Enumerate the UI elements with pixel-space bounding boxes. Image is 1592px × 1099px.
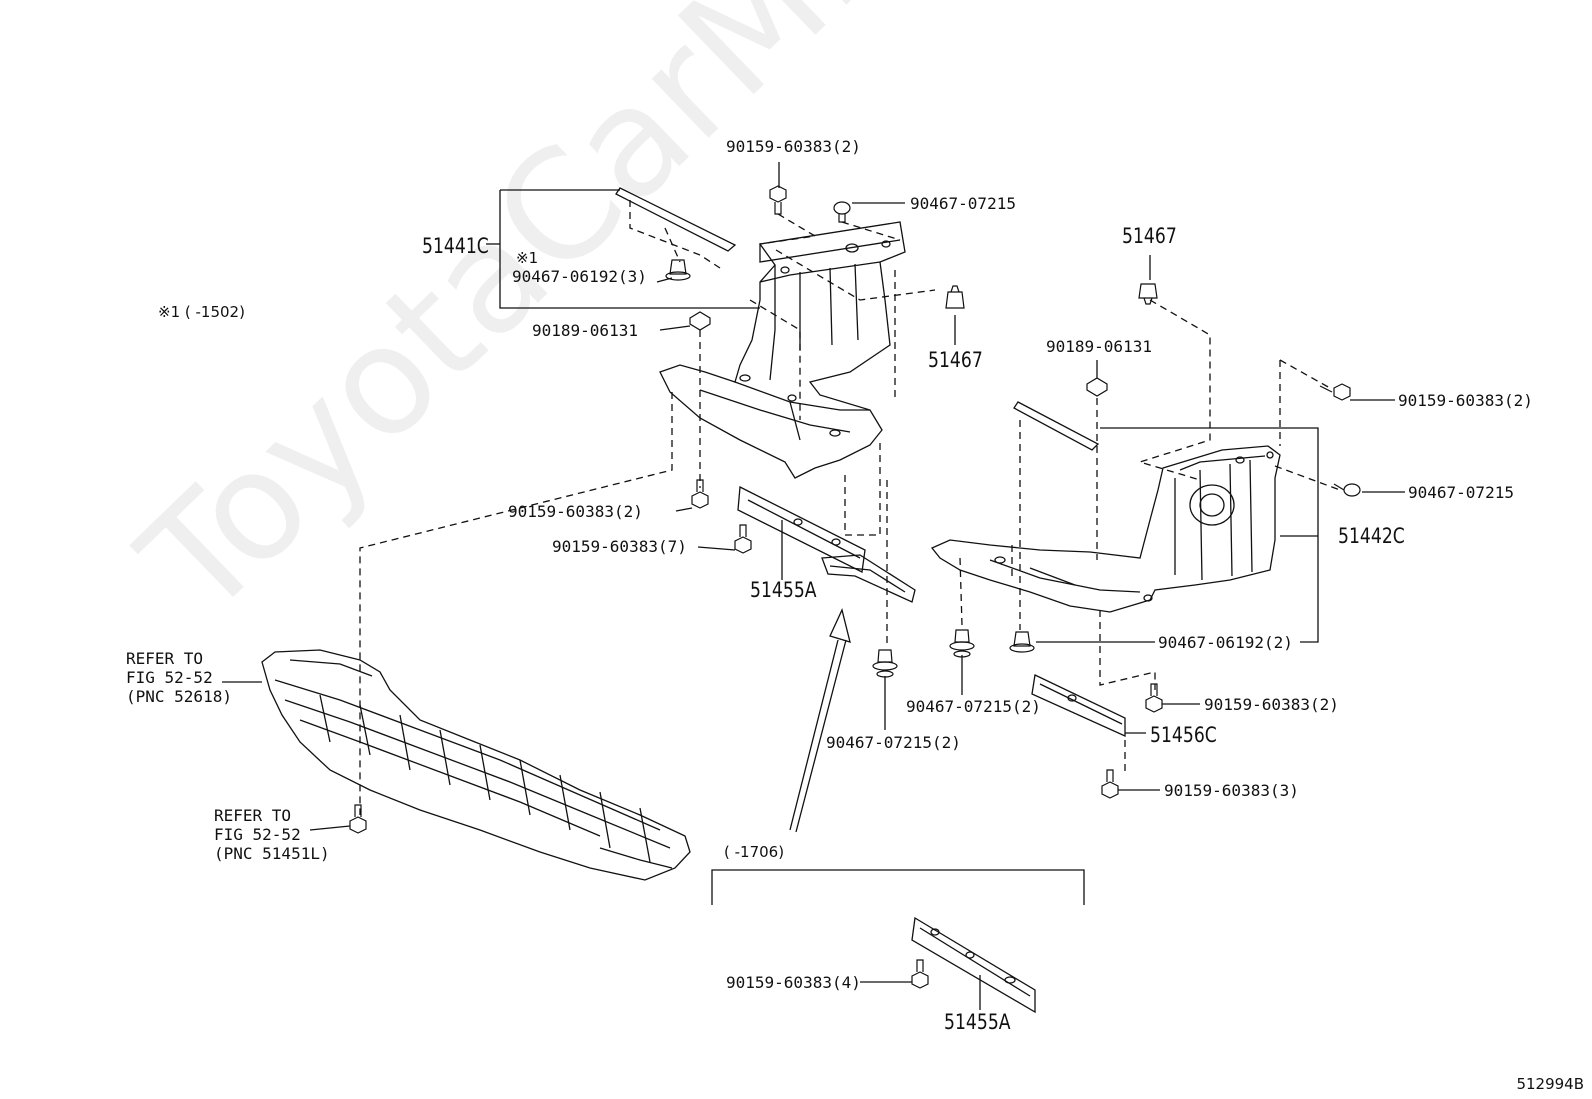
part-number-51442c: 51442C	[1338, 524, 1405, 548]
refer-note-upper: REFER TO FIG 52-52 (PNC 52618)	[126, 649, 232, 706]
bolt-left-mid	[691, 479, 709, 509]
callout-bolt-lower-brace: 90159-60383(4)	[726, 973, 861, 992]
callout-clip-lower-right: 90467-06192(2)	[1158, 633, 1293, 652]
clip-top	[833, 201, 851, 223]
callout-bolt-left-low: 90159-60383(7)	[552, 537, 687, 556]
part-number-51455a-upper: 51455A	[750, 578, 817, 602]
bolt-right-upper	[1319, 383, 1351, 401]
part-number-51441c: 51441C	[422, 234, 489, 258]
clip-lower-c	[1009, 631, 1035, 653]
bracket-note-1706: ( -1706)	[724, 843, 785, 861]
bolt-right-bottom	[1101, 769, 1119, 799]
clip-left	[665, 259, 691, 281]
part-number-51467-mid: 51467	[928, 348, 983, 372]
nut-right	[1086, 377, 1108, 397]
bolt-right-lower	[1145, 683, 1163, 713]
clip-right	[1333, 483, 1361, 497]
callout-bolt-left-mid: 90159-60383(2)	[508, 502, 643, 521]
view-arrow	[789, 608, 851, 833]
footnote-1502: ※1 ( -1502)	[158, 303, 245, 321]
callout-clip-top: 90467-07215	[910, 194, 1016, 213]
clip-lower-b	[949, 629, 975, 658]
fasteners	[349, 185, 1361, 989]
engine-under-cover-lh	[659, 221, 906, 479]
callout-nut-left: 90189-06131	[532, 321, 638, 340]
callout-clip-lower-mid: 90467-07215(2)	[906, 697, 1041, 716]
bracket-51442c	[1100, 427, 1319, 643]
bolt-top	[769, 185, 787, 215]
front-bumper-lower-cover	[261, 649, 691, 881]
bolt-left-low	[734, 524, 752, 554]
bracket-51441c	[499, 189, 760, 309]
bolt-refer	[349, 804, 367, 834]
callout-bolt-right-upper: 90159-60383(2)	[1398, 391, 1533, 410]
callout-bolt-right-lower: 90159-60383(2)	[1204, 695, 1339, 714]
callout-bolt-top: 90159-60383(2)	[726, 137, 861, 156]
seal-strip-upper	[615, 187, 737, 252]
refer-note-lower: REFER TO FIG 52-52 (PNC 51451L)	[214, 806, 330, 863]
bracket-1706	[711, 869, 1085, 905]
callout-clip-lower-left: 90467-07215(2)	[826, 733, 961, 752]
callout-bolt-right-bottom: 90159-60383(3)	[1164, 781, 1299, 800]
callout-nut-right: 90189-06131	[1046, 337, 1152, 356]
callout-clip-left: 90467-06192(3)	[512, 267, 647, 286]
grommet-right	[1138, 283, 1158, 305]
brace-51455a-upper	[737, 485, 916, 603]
part-number-51455a-lower: 51455A	[944, 1010, 1011, 1034]
figure-number: 512994B	[1516, 1075, 1584, 1093]
clip-lower-a	[872, 649, 898, 678]
part-number-51456c: 51456C	[1150, 723, 1217, 747]
seal-strip-right	[1013, 401, 1100, 451]
engine-under-cover-rh	[930, 445, 1281, 613]
nut-left	[689, 311, 711, 331]
bolt-lower-brace	[911, 959, 929, 989]
callout-clip-right: 90467-07215	[1408, 483, 1514, 502]
note-mark-1: ※1	[516, 249, 539, 267]
leader-lines	[222, 162, 1405, 1010]
part-number-51467-top: 51467	[1122, 224, 1177, 248]
assembly-dashes	[359, 200, 1341, 815]
brace-51456c	[1031, 674, 1126, 738]
brace-51455a-lower	[911, 916, 1036, 1014]
grommet-mid	[945, 285, 965, 309]
